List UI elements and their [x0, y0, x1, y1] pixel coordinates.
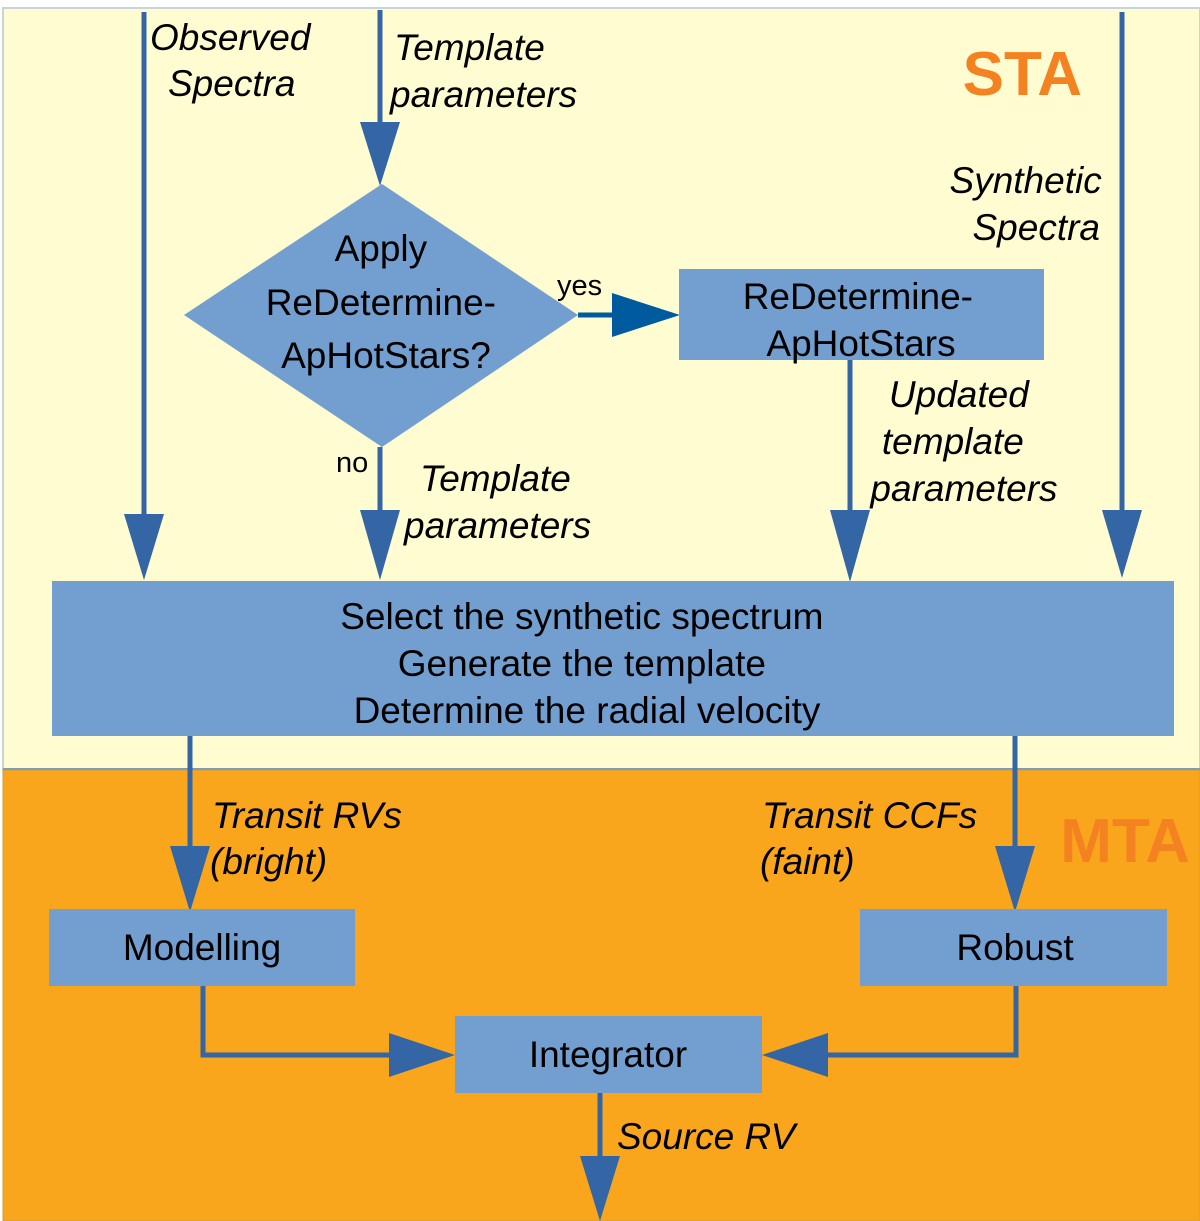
decision-text: Apply ReDetermine- ApHotStars? [266, 228, 507, 376]
observed-spectra-arrow [124, 12, 164, 580]
decision-diamond [184, 184, 578, 447]
robust-box [860, 909, 1167, 986]
robust-to-integrator-arrow [762, 986, 1019, 1077]
robust-text: Robust [956, 927, 1074, 968]
transit-ccfs-label: Transit CCFs (faint) [760, 795, 987, 882]
integrator-box [455, 1016, 762, 1093]
updated-template-arrow [830, 360, 870, 582]
updated-template-parameters-label: Updated template parameters [869, 374, 1057, 509]
source-rv-label: Source RV [617, 1116, 799, 1157]
synthetic-spectra-arrow [1102, 12, 1142, 578]
sta-section-label: STA [963, 40, 1082, 109]
redetermine-aphotstars-text: ReDetermine- ApHotStars [743, 276, 984, 364]
observed-spectra-label: Observed Spectra [150, 17, 321, 104]
no-arrow [360, 447, 400, 580]
modelling-to-integrator-arrow [200, 986, 455, 1077]
template-parameters-input-label: Template parameters [389, 27, 577, 115]
transit-rvs-label: Transit RVs (bright) [210, 795, 412, 882]
redetermine-aphotstars-box [679, 269, 1044, 360]
transit-ccfs-arrow [995, 736, 1035, 912]
synthetic-spectra-label: Synthetic Spectra [950, 160, 1112, 248]
integrator-text: Integrator [529, 1034, 687, 1075]
transit-rvs-arrow [170, 736, 210, 912]
main-processing-box [52, 581, 1174, 736]
template-parameters-no-label: Template parameters [403, 458, 591, 546]
mta-section-label: MTA [1060, 807, 1190, 876]
yes-label: yes [557, 270, 602, 302]
yes-arrow [578, 293, 680, 337]
no-label: no [336, 447, 368, 479]
modelling-box [49, 909, 355, 986]
modelling-text: Modelling [123, 927, 281, 968]
main-processing-text: Select the synthetic spectrum Generate t… [340, 596, 834, 731]
source-rv-arrow [580, 1093, 620, 1221]
template-parameters-input-arrow [360, 10, 400, 186]
